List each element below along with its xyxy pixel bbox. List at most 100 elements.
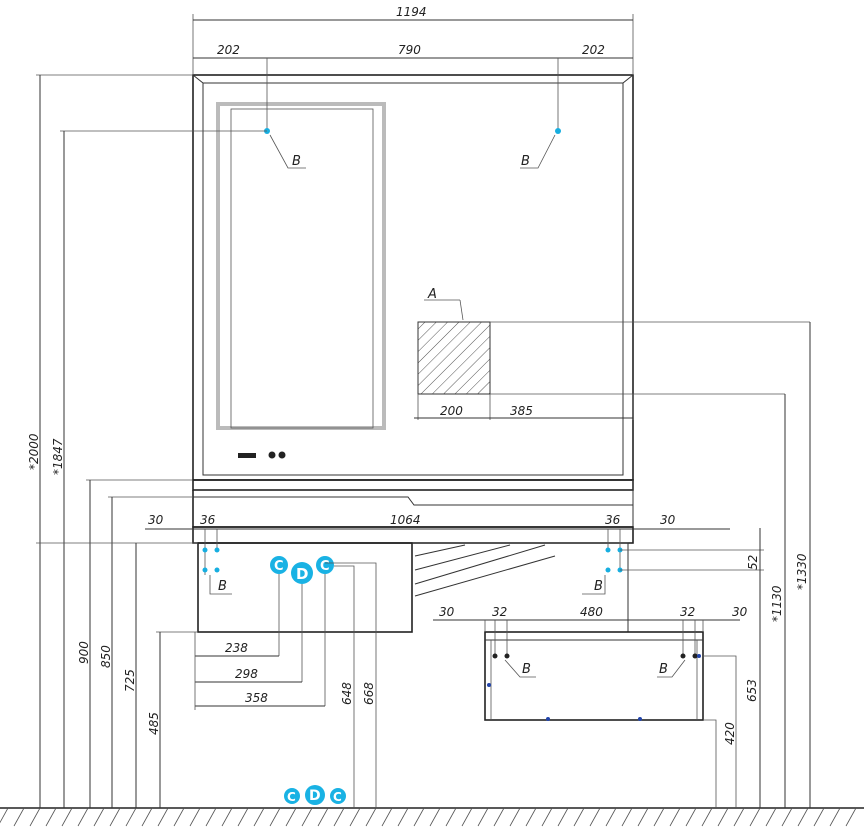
- dim-298: 298: [235, 667, 258, 681]
- floor-hatch-line: [253, 807, 265, 827]
- connections-bottom: C D C: [284, 785, 346, 805]
- floor-hatch-line: [477, 807, 489, 827]
- floor-hatch-line: [749, 807, 761, 827]
- vanity-mount-points: B B: [202, 547, 623, 595]
- dim-h-2000: *2000: [27, 433, 41, 470]
- floor-hatch-line: [765, 807, 777, 827]
- floor-hatch-line: [653, 807, 665, 827]
- drawer-unit: 30 32 480 32 30 B B: [433, 605, 748, 808]
- label-d: D: [296, 565, 308, 583]
- mirror-mount-points: B B: [264, 128, 561, 169]
- dim-drawer-480: 480: [580, 605, 603, 619]
- floor-hatch-line: [317, 807, 329, 827]
- dim-cab-36-left: 36: [200, 513, 216, 527]
- dim-cab-1064: 1064: [390, 513, 421, 527]
- mount-point: [214, 567, 220, 573]
- dim-h-1847: *1847: [51, 438, 65, 475]
- floor-hatch-line: [813, 807, 825, 827]
- control-knob-2: [278, 451, 286, 459]
- right-dimensions: *1330 *1130 52 653 420: [620, 322, 811, 808]
- vanity: [192, 479, 634, 633]
- mount-point: [605, 567, 611, 573]
- dim-358: 358: [245, 691, 268, 705]
- floor-hatch-line: [637, 807, 649, 827]
- floor-hatch-line: [493, 807, 505, 827]
- dim-h-52: 52: [746, 555, 760, 570]
- dim-shelf-200: 200: [440, 404, 463, 418]
- mount-point: [504, 653, 510, 659]
- label-a: A: [427, 287, 437, 302]
- dim-shelf-385: 385: [510, 404, 533, 418]
- dim-drawer-32-right: 32: [680, 605, 695, 619]
- floor-hatch-line: [589, 807, 601, 827]
- handle-dot: [638, 717, 642, 721]
- dim-cab-36-right: 36: [605, 513, 621, 527]
- dim-h-485: 485: [147, 712, 161, 735]
- dim-top-right: 202: [582, 43, 605, 57]
- floor-hatch-line: [221, 807, 233, 827]
- label-c: C: [333, 790, 342, 804]
- connection-height-dimensions: 648 668: [340, 682, 376, 705]
- floor-hatch-line: [205, 807, 217, 827]
- dim-h-653: 653: [745, 679, 759, 702]
- floor-hatch-line: [429, 807, 441, 827]
- shelf-a: A 200 385: [414, 287, 810, 420]
- floor-hatch-line: [45, 807, 57, 827]
- mount-point: [555, 128, 561, 134]
- floor-hatch-line: [173, 807, 185, 827]
- mirror-cabinet: [192, 74, 634, 481]
- dim-h-1330: *1330: [795, 553, 809, 590]
- floor-hatch-line: [605, 807, 617, 827]
- floor-hatch-line: [77, 807, 89, 827]
- dim-top-total: 1194: [396, 5, 427, 19]
- floor-hatch-line: [717, 807, 729, 827]
- floor-hatch-line: [797, 807, 809, 827]
- floor-hatch-line: [733, 807, 745, 827]
- connection-c: [330, 788, 346, 804]
- floor-hatch-line: [365, 807, 377, 827]
- dim-h-420: 420: [723, 722, 737, 745]
- handle-dot: [546, 717, 550, 721]
- connection-d: [305, 785, 325, 805]
- mount-point: [492, 653, 498, 659]
- control-knob-1: [268, 451, 276, 459]
- floor-hatch-line: [61, 807, 73, 827]
- vanity-dimensions: 30 36 1064 36 30: [145, 513, 730, 575]
- connection-c: [316, 556, 334, 574]
- dim-h-850: 850: [99, 645, 113, 668]
- floor-hatch-line: [269, 807, 281, 827]
- floor-hatch-line: [381, 807, 393, 827]
- floor-hatch-line: [141, 807, 153, 827]
- floor-hatch-line: [845, 807, 857, 827]
- label-c: C: [320, 559, 330, 574]
- connections-top: C D C 238 298 358: [194, 556, 377, 808]
- floor-hatch-line: [29, 807, 41, 827]
- floor-hatch-line: [685, 807, 697, 827]
- dim-drawer-32-left: 32: [492, 605, 507, 619]
- top-dimensions: 1194 202 790 202: [192, 5, 634, 130]
- floor-hatch-line: [93, 807, 105, 827]
- floor-hatch-line: [285, 807, 297, 827]
- dim-cab-30-right: 30: [660, 513, 676, 527]
- label-b: B: [521, 154, 530, 169]
- handle-dot: [487, 683, 491, 687]
- dim-h-1130: *1130: [770, 585, 784, 622]
- label-b: B: [292, 154, 301, 169]
- mount-point: [692, 653, 698, 659]
- floor-hatch-line: [541, 807, 553, 827]
- floor: [0, 807, 864, 827]
- dim-cab-30-left: 30: [148, 513, 164, 527]
- mount-point: [680, 653, 686, 659]
- dim-drawer-30-left: 30: [439, 605, 455, 619]
- connection-d: [291, 562, 313, 584]
- floor-hatch-line: [109, 807, 121, 827]
- control-button: [238, 453, 256, 458]
- label-b: B: [659, 662, 668, 677]
- dim-h-648: 648: [340, 682, 354, 705]
- dim-drawer-30-right: 30: [732, 605, 748, 619]
- floor-hatch-line: [701, 807, 713, 827]
- floor-hatch-line: [445, 807, 457, 827]
- dim-238: 238: [225, 641, 248, 655]
- label-d: D: [309, 788, 321, 804]
- floor-hatch-line: [157, 807, 169, 827]
